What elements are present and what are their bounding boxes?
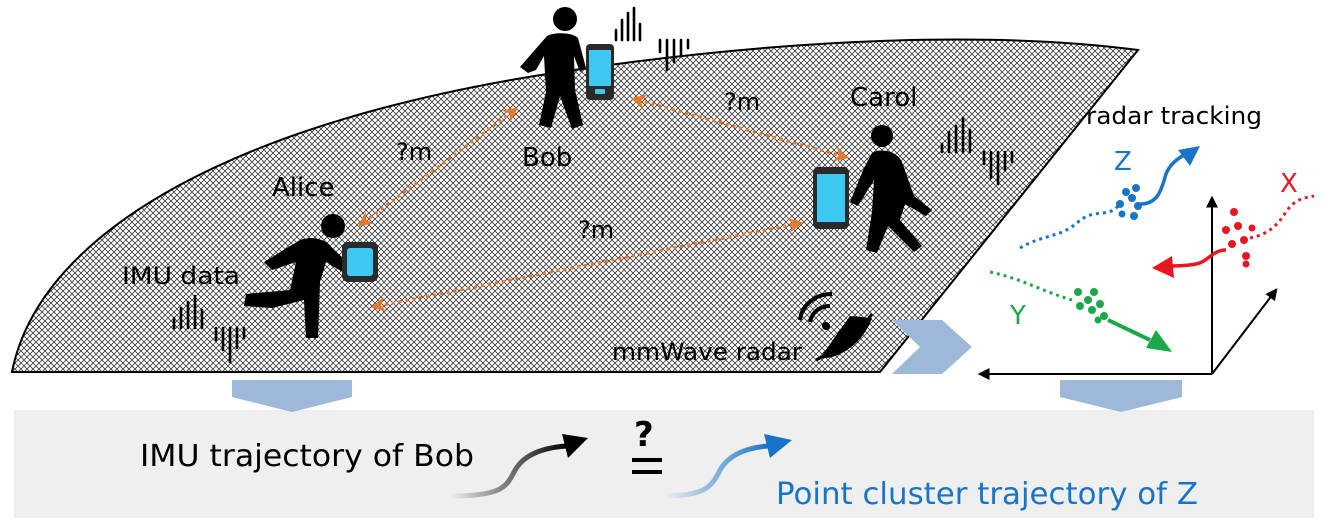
radar-label: mmWave radar [612, 338, 802, 366]
track-z [1019, 146, 1200, 250]
distance-label-alice-carol: ?m [578, 216, 614, 244]
imu-trajectory-label: IMU trajectory of Bob [140, 439, 474, 474]
question-mark: ? [634, 415, 654, 455]
imu-trajectory-curve [449, 443, 567, 499]
cluster-y-label: Y [1009, 301, 1026, 331]
radar-tracking-label: radar tracking [1086, 102, 1262, 130]
alice-watch-icon [342, 242, 378, 282]
distance-arrow-alice-carol [370, 218, 804, 312]
cluster-trajectory-curve [663, 443, 769, 499]
distance-label-alice-bob: ?m [396, 138, 432, 166]
carol-label: Carol [850, 83, 917, 113]
alice-figure [244, 214, 352, 338]
cluster-trajectory-arrowhead [764, 434, 792, 458]
track-x [1152, 194, 1315, 278]
carol-figure [850, 125, 932, 253]
carol-phone-icon [813, 167, 849, 229]
track-y [989, 270, 1172, 352]
alice-label: Alice [272, 173, 335, 203]
chevron-right-arrow [892, 320, 972, 374]
distance-arrows [357, 94, 850, 312]
radar-icon [798, 292, 874, 362]
distance-arrow-alice-bob [357, 107, 519, 227]
point-cluster-trajectory-label: Point cluster trajectory of Z [776, 477, 1198, 512]
cluster-z-label: Z [1114, 147, 1132, 177]
bob-figure [520, 7, 586, 129]
imu-data-label: IMU data [122, 262, 240, 290]
alice-imu-signal-icon [172, 294, 246, 364]
distance-label-bob-carol: ?m [724, 88, 760, 116]
imu-trajectory-arrowhead [562, 434, 588, 458]
distance-arrow-bob-carol [630, 94, 850, 162]
bob-label: Bob [522, 143, 572, 173]
bob-imu-signal-icon [614, 6, 690, 72]
down-arrow-right [1060, 380, 1182, 412]
carol-imu-signal-icon [940, 116, 1014, 186]
down-arrow-left [232, 380, 352, 412]
tracking-axes [977, 195, 1278, 380]
bob-phone-icon [586, 44, 614, 100]
comparison-band [14, 410, 1314, 518]
equals-sign [632, 458, 662, 474]
cluster-x-label: X [1280, 169, 1298, 199]
